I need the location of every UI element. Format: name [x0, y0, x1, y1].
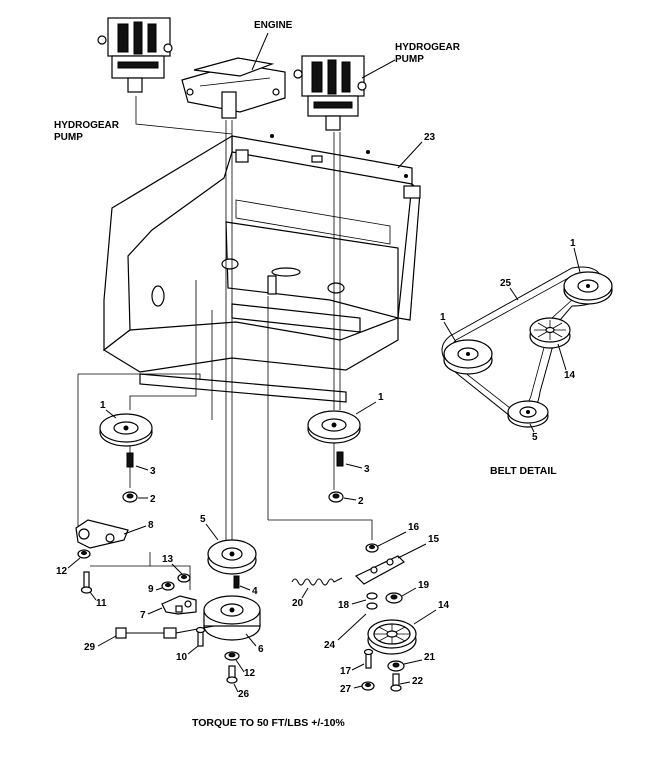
- washer-21: [387, 660, 405, 672]
- callout-22: 22: [412, 676, 424, 687]
- washer-19: [385, 592, 403, 604]
- hydrogear-pump-left-label-1: HYDROGEAR: [54, 120, 120, 131]
- hydrogear-pump-right: [293, 55, 367, 131]
- belt-detail-label: BELT DETAIL: [490, 465, 557, 477]
- nut-right: [328, 491, 344, 503]
- callout-12-left: 12: [56, 566, 68, 577]
- idler-bracket-15: [354, 555, 405, 585]
- bolt-22: [390, 673, 402, 692]
- belt-detail-callout-14: 14: [564, 370, 576, 381]
- key-right: [336, 451, 344, 467]
- spacer-18: [366, 592, 378, 610]
- callout-10: 10: [176, 652, 188, 663]
- callout-12-bottom: 12: [244, 668, 256, 679]
- engine-part: [181, 57, 286, 119]
- idler-arm: [75, 519, 129, 549]
- callout-1-right: 1: [378, 392, 384, 403]
- spring-20: [291, 577, 343, 586]
- belt-detail-callout-1-left: 1: [440, 312, 446, 323]
- callout-21: 21: [424, 652, 436, 663]
- callout-15: 15: [428, 534, 440, 545]
- nut-27: [361, 681, 375, 691]
- assembly-lines: [77, 96, 373, 560]
- nut-left: [122, 491, 138, 503]
- callout-4: 4: [252, 586, 258, 597]
- callout-20: 20: [292, 598, 304, 609]
- callout-23: 23: [424, 132, 436, 143]
- bracket-7: [161, 595, 197, 615]
- cable-29: [115, 625, 215, 639]
- belt-detail: [441, 266, 613, 428]
- callout-27: 27: [340, 684, 352, 695]
- bolt-26: [226, 665, 238, 684]
- bolt-11: [80, 571, 93, 594]
- callout-29: 29: [84, 642, 96, 653]
- washer-13: [177, 573, 191, 583]
- hydrogear-pump-right-label-1: HYDROGEAR: [395, 42, 461, 53]
- callout-16: 16: [408, 522, 420, 533]
- washer-12-left: [77, 549, 91, 559]
- belt-detail-callout-1-top: 1: [570, 238, 576, 249]
- key-4: [233, 575, 240, 589]
- callout-11: 11: [96, 598, 107, 609]
- engine-pulley-6: [203, 595, 261, 641]
- callout-3-right: 3: [364, 464, 370, 475]
- washer-12-bottom: [224, 651, 240, 661]
- callout-19: 19: [418, 580, 430, 591]
- callout-7: 7: [140, 610, 146, 621]
- callout-9: 9: [148, 584, 154, 595]
- callout-24: 24: [324, 640, 336, 651]
- bolt-17: [363, 648, 374, 669]
- callout-18: 18: [338, 600, 350, 611]
- callout-8: 8: [148, 520, 154, 531]
- torque-note: TORQUE TO 50 FT/LBS +/-10%: [192, 717, 345, 729]
- washer-16: [365, 543, 379, 553]
- pulley-right: [307, 410, 361, 444]
- engine-label: ENGINE: [254, 20, 293, 31]
- nut-9: [161, 581, 175, 591]
- callout-6: 6: [258, 644, 264, 655]
- pulley-left: [99, 413, 153, 447]
- frame-assembly: [102, 134, 421, 403]
- belt-detail-callout-5: 5: [532, 432, 538, 443]
- idler-pulley-14: [367, 619, 417, 655]
- callout-26: 26: [238, 689, 250, 700]
- belt-detail-callout-25: 25: [500, 278, 512, 289]
- callout-14: 14: [438, 600, 450, 611]
- callout-3-left: 3: [150, 466, 156, 477]
- callout-1-left: 1: [100, 400, 106, 411]
- bolt-10: [195, 626, 206, 647]
- callout-13: 13: [162, 554, 174, 565]
- hydrogear-pump-left-label-2: PUMP: [54, 132, 83, 143]
- callout-2-left: 2: [150, 494, 156, 505]
- hydrogear-pump-left: [97, 17, 173, 93]
- callout-2-right: 2: [358, 496, 364, 507]
- hydrogear-pump-right-label-2: PUMP: [395, 54, 424, 65]
- key-left: [126, 452, 134, 468]
- callout-5: 5: [200, 514, 206, 525]
- idler-pulley-5: [207, 539, 257, 575]
- callout-17: 17: [340, 666, 352, 677]
